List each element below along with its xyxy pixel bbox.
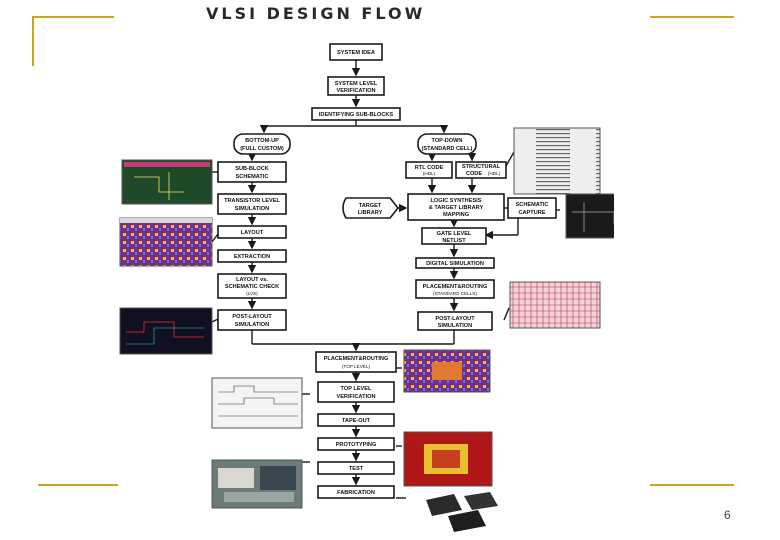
- node-extraction: EXTRACTION: [217, 249, 287, 263]
- schematic-capture-thumbnail: [565, 193, 614, 239]
- svg-text:GATE LEVEL: GATE LEVEL: [437, 231, 472, 237]
- svg-text:TOP LEVEL: TOP LEVEL: [341, 386, 372, 392]
- node-placement-routing-top-level: PLACEMENT&ROUTING (TOP LEVEL): [315, 351, 397, 373]
- svg-text:CAPTURE: CAPTURE: [518, 210, 545, 216]
- svg-text:SCHEMATIC: SCHEMATIC: [236, 174, 269, 180]
- svg-text:PLACEMENT&ROUTING: PLACEMENT&ROUTING: [423, 284, 488, 290]
- svg-text:VERIFICATION: VERIFICATION: [336, 88, 375, 94]
- svg-text:CODE: CODE: [466, 171, 482, 177]
- node-tape-out: TAPE-OUT: [317, 413, 395, 427]
- svg-text:LIBRARY: LIBRARY: [358, 210, 383, 216]
- node-bottom-up: BOTTOM-UP (FULL CUSTOM): [233, 133, 291, 155]
- svg-text:LAYOUT vs.: LAYOUT vs.: [236, 277, 268, 283]
- svg-text:TRANSISTOR LEVEL: TRANSISTOR LEVEL: [224, 198, 280, 204]
- schematic-screenshot-thumbnail: [121, 159, 213, 205]
- corner-bar-top-left-horizontal: [32, 16, 114, 18]
- node-structural-code: STRUCTURAL CODE (HDL): [455, 161, 507, 179]
- node-top-down: TOP-DOWN (STANDARD CELL): [417, 133, 477, 155]
- svg-text:SYSTEM LEVEL: SYSTEM LEVEL: [335, 81, 378, 87]
- node-system-idea: SYSTEM IDEA: [329, 43, 383, 61]
- node-placement-routing-standard: PLACEMENT&ROUTING (STANDARD CELLS): [415, 279, 495, 299]
- node-layout: LAYOUT: [217, 225, 287, 239]
- svg-text:EXTRACTION: EXTRACTION: [234, 254, 270, 260]
- svg-text:MAPPING: MAPPING: [443, 212, 469, 218]
- svg-text:FABRICATION: FABRICATION: [337, 490, 375, 496]
- page-number: 6: [724, 508, 731, 522]
- svg-text:SIMULATION: SIMULATION: [235, 322, 269, 328]
- node-test: TEST: [317, 461, 395, 475]
- post-layout-waveform-thumbnail: [119, 307, 213, 355]
- svg-text:& TARGET LIBRARY: & TARGET LIBRARY: [429, 205, 484, 211]
- svg-text:SCHEMATIC: SCHEMATIC: [516, 202, 549, 208]
- node-digital-simulation: DIGITAL SIMULATION: [415, 257, 495, 269]
- svg-text:SUB-BLOCK: SUB-BLOCK: [235, 166, 269, 172]
- svg-text:TAPE-OUT: TAPE-OUT: [342, 418, 371, 424]
- node-gate-level-netlist: GATE LEVEL NETLIST: [421, 227, 487, 245]
- node-fabrication: FABRICATION: [317, 485, 395, 499]
- svg-text:SCHEMATIC CHECK: SCHEMATIC CHECK: [225, 284, 279, 290]
- svg-text:TOP-DOWN: TOP-DOWN: [432, 138, 463, 144]
- vlsi-flow-diagram: SYSTEM IDEA SYSTEM LEVEL VERIFICATION ID…: [119, 43, 614, 536]
- layout-screenshot-thumbnail: [119, 217, 213, 267]
- corner-bar-top-left-vertical: [32, 16, 34, 66]
- svg-text:(HDL): (HDL): [488, 171, 501, 176]
- node-system-level-verification: SYSTEM LEVEL VERIFICATION: [327, 76, 385, 96]
- node-rtl-code: RTL CODE (HDL): [405, 161, 453, 179]
- svg-text:(HDL): (HDL): [423, 171, 436, 176]
- node-schematic-capture: SCHEMATIC CAPTURE: [507, 197, 557, 219]
- node-prototyping: PROTOTYPING: [317, 437, 395, 451]
- node-transistor-level-simulation: TRANSISTOR LEVEL SIMULATION: [217, 193, 287, 215]
- svg-text:POST-LAYOUT: POST-LAYOUT: [435, 316, 475, 322]
- svg-text:POST-LAYOUT: POST-LAYOUT: [232, 314, 272, 320]
- svg-text:TEST: TEST: [349, 466, 364, 472]
- top-level-layout-thumbnail: [403, 349, 491, 393]
- placement-routing-thumbnail: [509, 281, 601, 329]
- corner-bar-bottom-right-horizontal: [650, 484, 734, 486]
- node-layout-vs-schematic-check: LAYOUT vs. SCHEMATIC CHECK (LVS): [217, 273, 287, 299]
- svg-text:(FULL CUSTOM): (FULL CUSTOM): [240, 146, 284, 152]
- svg-text:TARGET: TARGET: [359, 203, 382, 209]
- svg-text:LOGIC SYNTHESIS: LOGIC SYNTHESIS: [431, 198, 482, 204]
- node-top-level-verification: TOP LEVEL VERIFICATION: [317, 381, 395, 403]
- svg-text:RTL CODE: RTL CODE: [415, 165, 444, 171]
- node-post-layout-simulation-left: POST-LAYOUT SIMULATION: [217, 309, 287, 331]
- svg-text:IDENTIFYING SUB-BLOCKS: IDENTIFYING SUB-BLOCKS: [319, 112, 394, 118]
- node-target-library: TARGET LIBRARY: [342, 197, 400, 219]
- test-equipment-photo-thumbnail: [211, 459, 303, 509]
- top-level-verification-waveform-thumbnail: [211, 377, 303, 429]
- svg-text:PROTOTYPING: PROTOTYPING: [336, 442, 377, 448]
- corner-bar-top-right-horizontal: [650, 16, 734, 18]
- svg-text:LAYOUT: LAYOUT: [241, 230, 264, 236]
- slide-title: VLSI DESIGN FLOW: [206, 4, 426, 23]
- svg-text:SIMULATION: SIMULATION: [235, 206, 269, 212]
- svg-text:(LVS): (LVS): [246, 291, 258, 296]
- svg-text:NETLIST: NETLIST: [442, 238, 466, 244]
- svg-text:DIGITAL SIMULATION: DIGITAL SIMULATION: [426, 261, 484, 267]
- packaged-chips-photo-thumbnail: [410, 488, 506, 536]
- node-post-layout-simulation-right: POST-LAYOUT SIMULATION: [417, 311, 493, 331]
- svg-text:SYSTEM IDEA: SYSTEM IDEA: [337, 50, 375, 56]
- node-sub-block-schematic: SUB-BLOCK SCHEMATIC: [217, 161, 287, 183]
- svg-text:(STANDARD CELL): (STANDARD CELL): [422, 146, 473, 152]
- svg-text:VERIFICATION: VERIFICATION: [336, 394, 375, 400]
- node-identifying-sub-blocks: IDENTIFYING SUB-BLOCKS: [311, 107, 401, 121]
- hdl-code-thumbnail: [513, 127, 601, 195]
- svg-text:(STANDARD CELLS): (STANDARD CELLS): [433, 291, 477, 296]
- node-logic-synthesis: LOGIC SYNTHESIS & TARGET LIBRARY MAPPING: [407, 193, 505, 221]
- svg-text:PLACEMENT&ROUTING: PLACEMENT&ROUTING: [324, 356, 389, 362]
- svg-text:SIMULATION: SIMULATION: [438, 323, 472, 329]
- prototyping-chip-thumbnail: [403, 431, 493, 487]
- corner-bar-bottom-left-horizontal: [38, 484, 118, 486]
- svg-text:STRUCTURAL: STRUCTURAL: [462, 164, 501, 170]
- svg-text:(TOP LEVEL): (TOP LEVEL): [342, 364, 370, 369]
- svg-text:BOTTOM-UP: BOTTOM-UP: [245, 138, 279, 144]
